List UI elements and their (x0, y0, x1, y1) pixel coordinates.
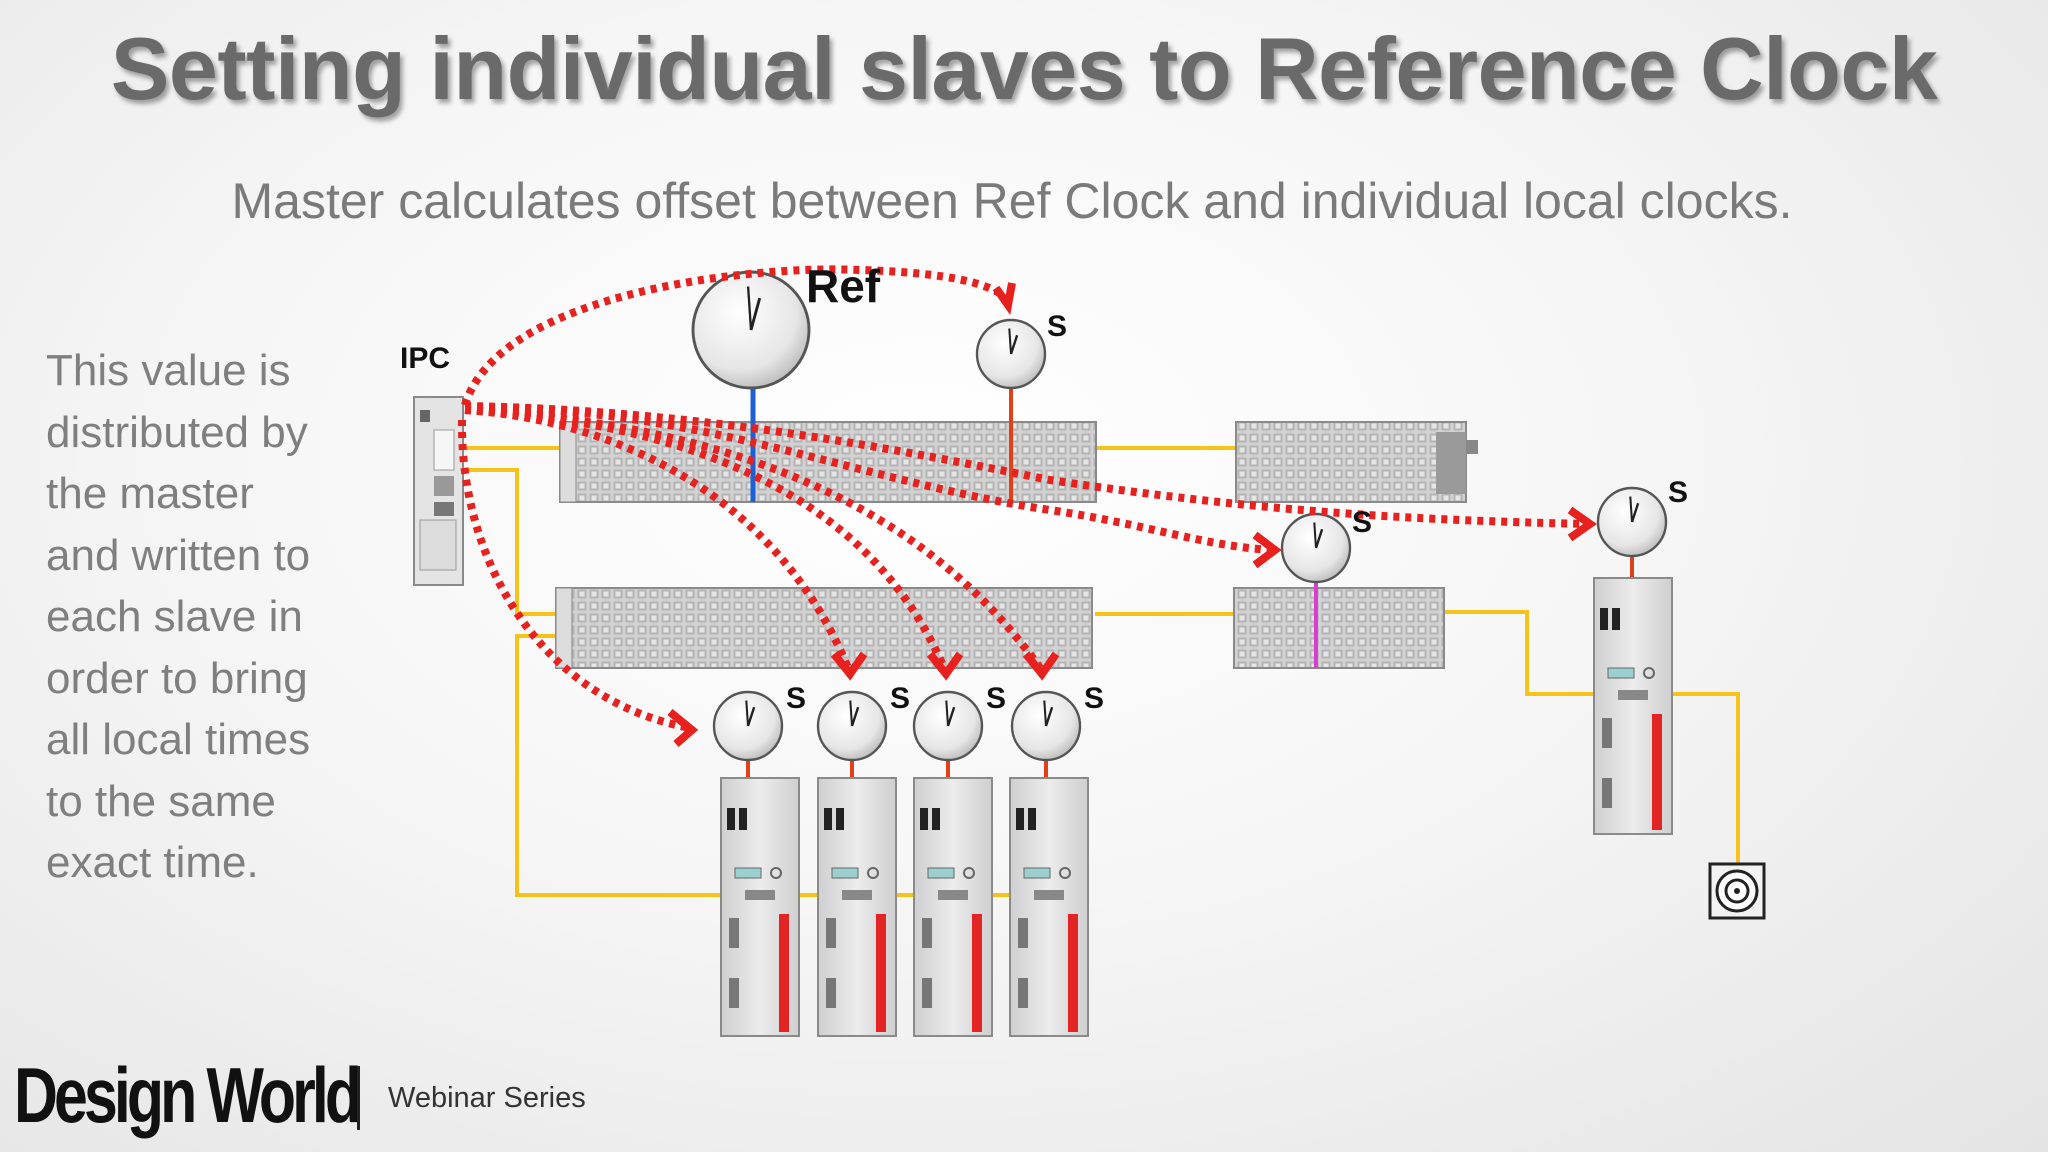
side-text-line: distributed by (46, 407, 308, 457)
side-text-line: to the same (46, 776, 276, 826)
terminal-rack-bottom-right (1233, 587, 1445, 669)
sync-arrow-to-drive5-slave (464, 402, 1589, 528)
cable-ipc-to-rack2 (463, 468, 570, 616)
ipc-label: IPC (400, 342, 450, 375)
sync-arrow-to-drive1-slave (457, 419, 691, 732)
side-text-line: all local times (46, 715, 311, 764)
side-text-line: This value is (46, 346, 291, 395)
slave-label: S (1084, 682, 1104, 715)
slave-clock (712, 690, 784, 762)
slide-subtitle: Master calculates offset between Ref Clo… (231, 173, 1793, 229)
arrowhead-drive4-slave (1022, 651, 1060, 681)
slave-clock (1596, 486, 1668, 558)
sync-arrow-to-rack-slave (464, 403, 1271, 554)
arrowhead-drive3-slave (926, 651, 964, 681)
slave-clock (912, 690, 984, 762)
ipc-controller (413, 396, 464, 586)
sync-arrowheads (667, 282, 1597, 748)
side-text-line: order to bring (46, 653, 308, 703)
servo-drive (1009, 777, 1089, 1037)
design-world-logo: Design World (14, 1051, 362, 1139)
servo-motor (1708, 862, 1766, 920)
arrowhead-top-slave (992, 282, 1016, 316)
slave-label: S (986, 682, 1006, 715)
arrowhead-rack-slave (1252, 531, 1282, 569)
servo-drive (1593, 577, 1673, 835)
footer-divider (357, 1066, 360, 1130)
side-text-line: the master (46, 469, 254, 518)
terminal-rack-bottom-left (555, 587, 1093, 669)
slave-label: S (890, 682, 910, 715)
slave-clock (1010, 690, 1082, 762)
arrowhead-drive5-slave (1567, 506, 1597, 542)
slide-title: Setting individual slaves to Reference C… (110, 19, 1938, 118)
reference-clock (691, 270, 811, 390)
sync-arrows (457, 265, 1589, 732)
footer-series-label: Webinar Series (388, 1082, 586, 1114)
side-text-block: This value is distributed by the master … (46, 340, 386, 894)
ref-clock-label: Ref (806, 260, 881, 312)
servo-drive (913, 777, 993, 1037)
arrowhead-drive1-slave (667, 708, 699, 748)
arrowhead-drive2-slave (830, 651, 868, 681)
ethercat-cables (463, 446, 1740, 897)
slave-label: S (786, 682, 806, 715)
side-text-line: exact time. (46, 838, 259, 887)
slave-label: S (1352, 506, 1372, 539)
side-text-line: and written to (46, 530, 311, 580)
sync-arrow-to-top-slave (461, 265, 1011, 407)
cable-rack4-to-drive (1445, 610, 1636, 696)
slave-clock (816, 690, 888, 762)
slave-clock (975, 318, 1047, 390)
servo-drive (720, 777, 800, 1037)
sync-arrow-to-drive4-slave (464, 406, 1044, 671)
slave-label: S (1047, 310, 1067, 343)
terminal-rack-top-right (1235, 421, 1478, 503)
servo-drive (817, 777, 897, 1037)
slave-clock (1280, 512, 1352, 584)
slave-label: S (1668, 476, 1688, 509)
side-text-line: each slave in (46, 592, 303, 641)
